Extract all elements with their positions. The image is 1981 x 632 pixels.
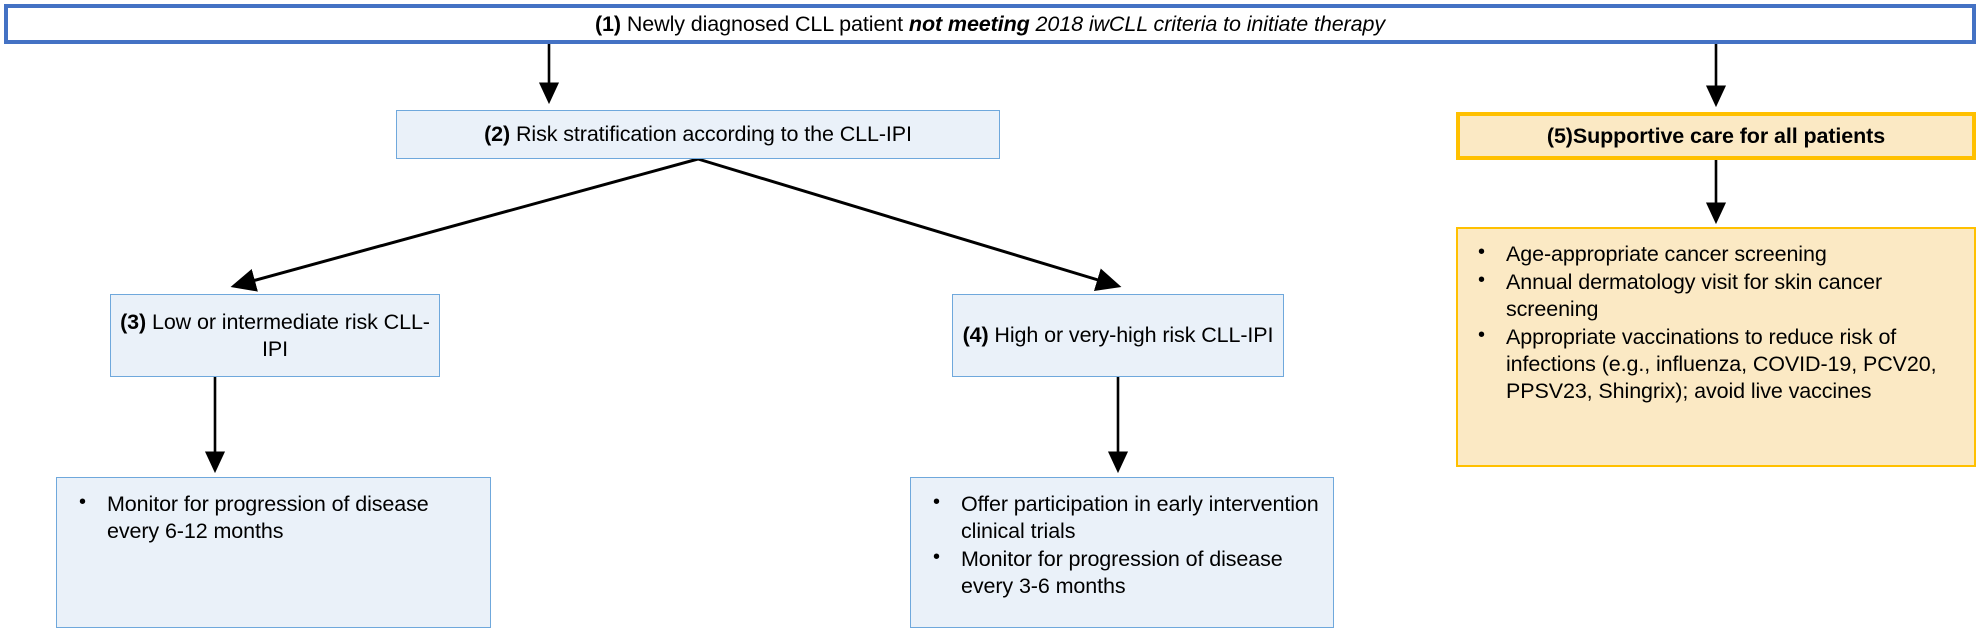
node-1-italic-tail: 2018 iwCLL criteria to initiate therapy <box>1029 11 1386 36</box>
node-2-label: Risk stratification according to the CLL… <box>510 122 912 147</box>
node-supportive-care-header[interactable]: (5)Supportive care for all patients <box>1456 112 1976 160</box>
node-low-risk-actions[interactable]: Monitor for progression of disease every… <box>56 477 491 628</box>
node-1-emphasis: not meeting <box>908 11 1030 36</box>
node-4-number: (4) <box>962 323 989 348</box>
node-5-label: Supportive care for all patients <box>1572 123 1886 148</box>
node-2-text: (2) Risk stratification according to the… <box>484 121 912 147</box>
node-1-regular: Newly diagnosed CLL patient <box>620 11 909 36</box>
node-2-number: (2) <box>484 122 511 147</box>
node-risk-stratification[interactable]: (2) Risk stratification according to the… <box>396 110 1000 159</box>
list-item: Appropriate vaccinations to reduce risk … <box>1472 323 1966 405</box>
high-risk-bullet-list: Offer participation in early interventio… <box>927 490 1323 600</box>
list-item: Monitor for progression of disease every… <box>73 490 480 545</box>
node-supportive-care-actions[interactable]: Age-appropriate cancer screening Annual … <box>1456 227 1976 467</box>
node-5-number: (5) <box>1546 123 1573 148</box>
node-1-text: (1) Newly diagnosed CLL patient not meet… <box>595 12 1385 37</box>
node-3-number: (3) <box>120 310 147 335</box>
list-item: Age-appropriate cancer screening <box>1472 240 1966 268</box>
node-high-risk-actions[interactable]: Offer participation in early interventio… <box>910 477 1334 628</box>
node-low-intermediate-risk[interactable]: (3) Low or intermediate risk CLL-IPI <box>110 294 440 377</box>
list-item: Annual dermatology visit for skin cancer… <box>1472 268 1966 323</box>
node-3-text: (3) Low or intermediate risk CLL-IPI <box>111 309 439 361</box>
node-4-text: (4) High or very-high risk CLL-IPI <box>963 322 1274 348</box>
node-5-text: (5)Supportive care for all patients <box>1547 123 1885 149</box>
low-risk-bullet-list: Monitor for progression of disease every… <box>73 490 480 545</box>
node-high-very-high-risk[interactable]: (4) High or very-high risk CLL-IPI <box>952 294 1284 377</box>
supportive-care-bullet-list: Age-appropriate cancer screening Annual … <box>1472 240 1966 405</box>
arrow-n2-to-n4 <box>697 157 1122 291</box>
list-item: Monitor for progression of disease every… <box>927 545 1323 600</box>
node-3-label: Low or intermediate risk CLL-IPI <box>146 310 430 361</box>
node-4-label: High or very-high risk CLL-IPI <box>988 323 1274 348</box>
node-1-number: (1) <box>595 11 621 36</box>
arrow-n2-to-n3 <box>230 157 699 292</box>
list-item: Offer participation in early interventio… <box>927 490 1323 545</box>
node-newly-diagnosed-cll[interactable]: (1) Newly diagnosed CLL patient not meet… <box>4 4 1976 44</box>
